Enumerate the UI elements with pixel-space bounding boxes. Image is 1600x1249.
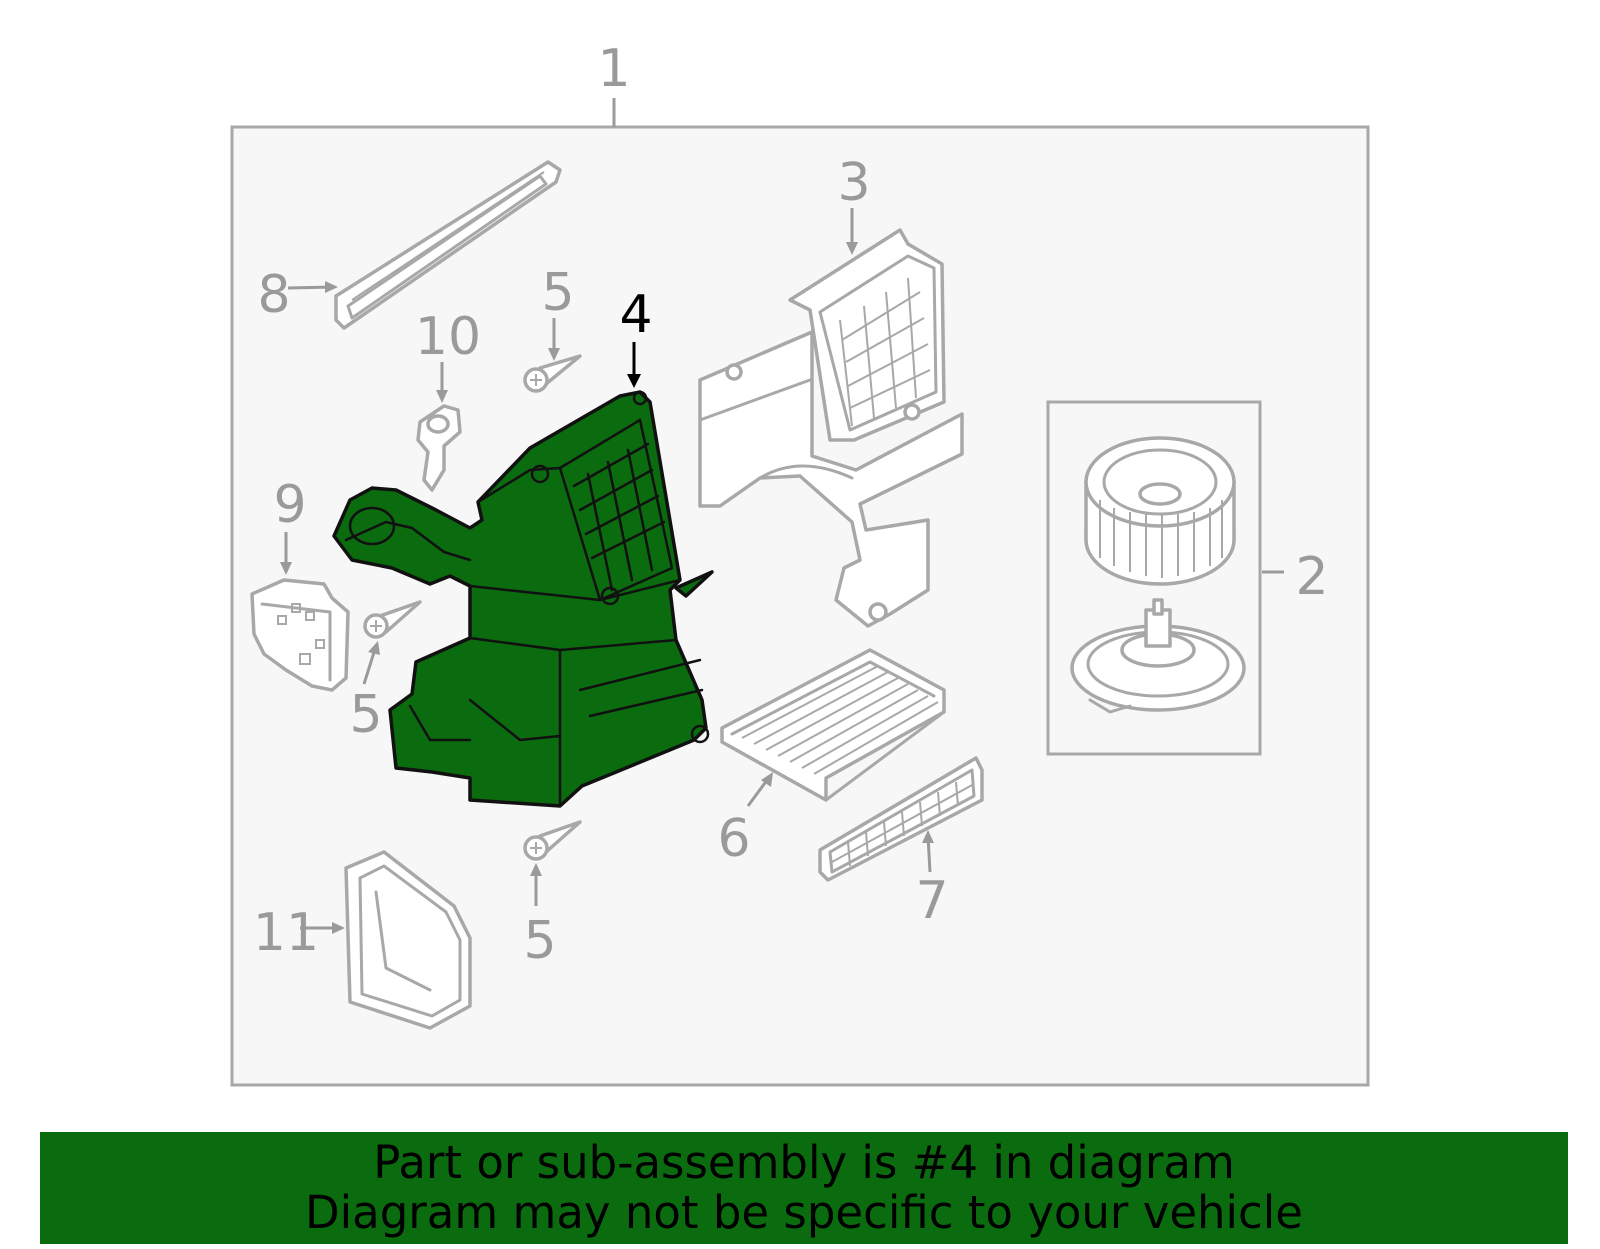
- part-3-blower-case[interactable]: [698, 228, 964, 628]
- callout-arrowhead-5c: [530, 863, 542, 876]
- callout-7[interactable]: 7: [915, 871, 948, 931]
- part-8-duct-seal[interactable]: [334, 160, 562, 330]
- part-9-actuator[interactable]: [250, 578, 350, 692]
- part-10-sensor[interactable]: [416, 404, 462, 492]
- banner-line-1: Part or sub-assembly is #4 in diagram: [373, 1136, 1235, 1189]
- callout-1[interactable]: 1: [597, 39, 630, 99]
- part-6-cabin-filter[interactable]: [720, 648, 946, 802]
- part-4-hvac-case[interactable]: [332, 390, 714, 808]
- part-7-filter-cover[interactable]: [818, 756, 984, 882]
- callout-arrowhead-9: [280, 562, 292, 575]
- callout-6[interactable]: 6: [717, 809, 750, 869]
- callout-8[interactable]: 8: [257, 265, 290, 325]
- callout-4[interactable]: 4: [619, 285, 652, 345]
- part-5-screw-left[interactable]: [363, 600, 422, 639]
- callout-9[interactable]: 9: [273, 475, 306, 535]
- callout-arrowhead-5b: [368, 641, 380, 655]
- callout-arrowhead-4: [627, 374, 641, 388]
- callout-arrowhead-6: [761, 772, 773, 787]
- banner-line-2: Diagram may not be specific to your vehi…: [305, 1186, 1303, 1239]
- parts-diagram: 1 8 3: [230, 39, 1370, 1087]
- callout-arrowhead-5a: [548, 348, 560, 361]
- callout-10[interactable]: 10: [415, 307, 481, 367]
- info-banner: Part or sub-assembly is #4 in diagram Di…: [40, 1132, 1568, 1244]
- callout-arrowhead-3: [846, 242, 858, 255]
- callout-3[interactable]: 3: [837, 153, 870, 213]
- callout-5-left[interactable]: 5: [349, 685, 382, 745]
- part-2-blower-motor[interactable]: [1070, 436, 1246, 714]
- callout-2[interactable]: 2: [1295, 547, 1328, 607]
- part-5-screw-top[interactable]: [523, 354, 582, 393]
- callout-arrowhead-8: [325, 281, 338, 293]
- callout-arrowhead-10: [436, 390, 448, 403]
- part-11-seal-panel[interactable]: [344, 850, 472, 1030]
- callout-5-top[interactable]: 5: [541, 263, 574, 323]
- callout-11[interactable]: 11: [253, 903, 319, 963]
- callout-arrowhead-7: [922, 830, 934, 843]
- callout-5-bottom[interactable]: 5: [523, 911, 556, 971]
- part-5-screw-bottom[interactable]: [523, 820, 582, 861]
- callout-arrowhead-11: [332, 922, 345, 934]
